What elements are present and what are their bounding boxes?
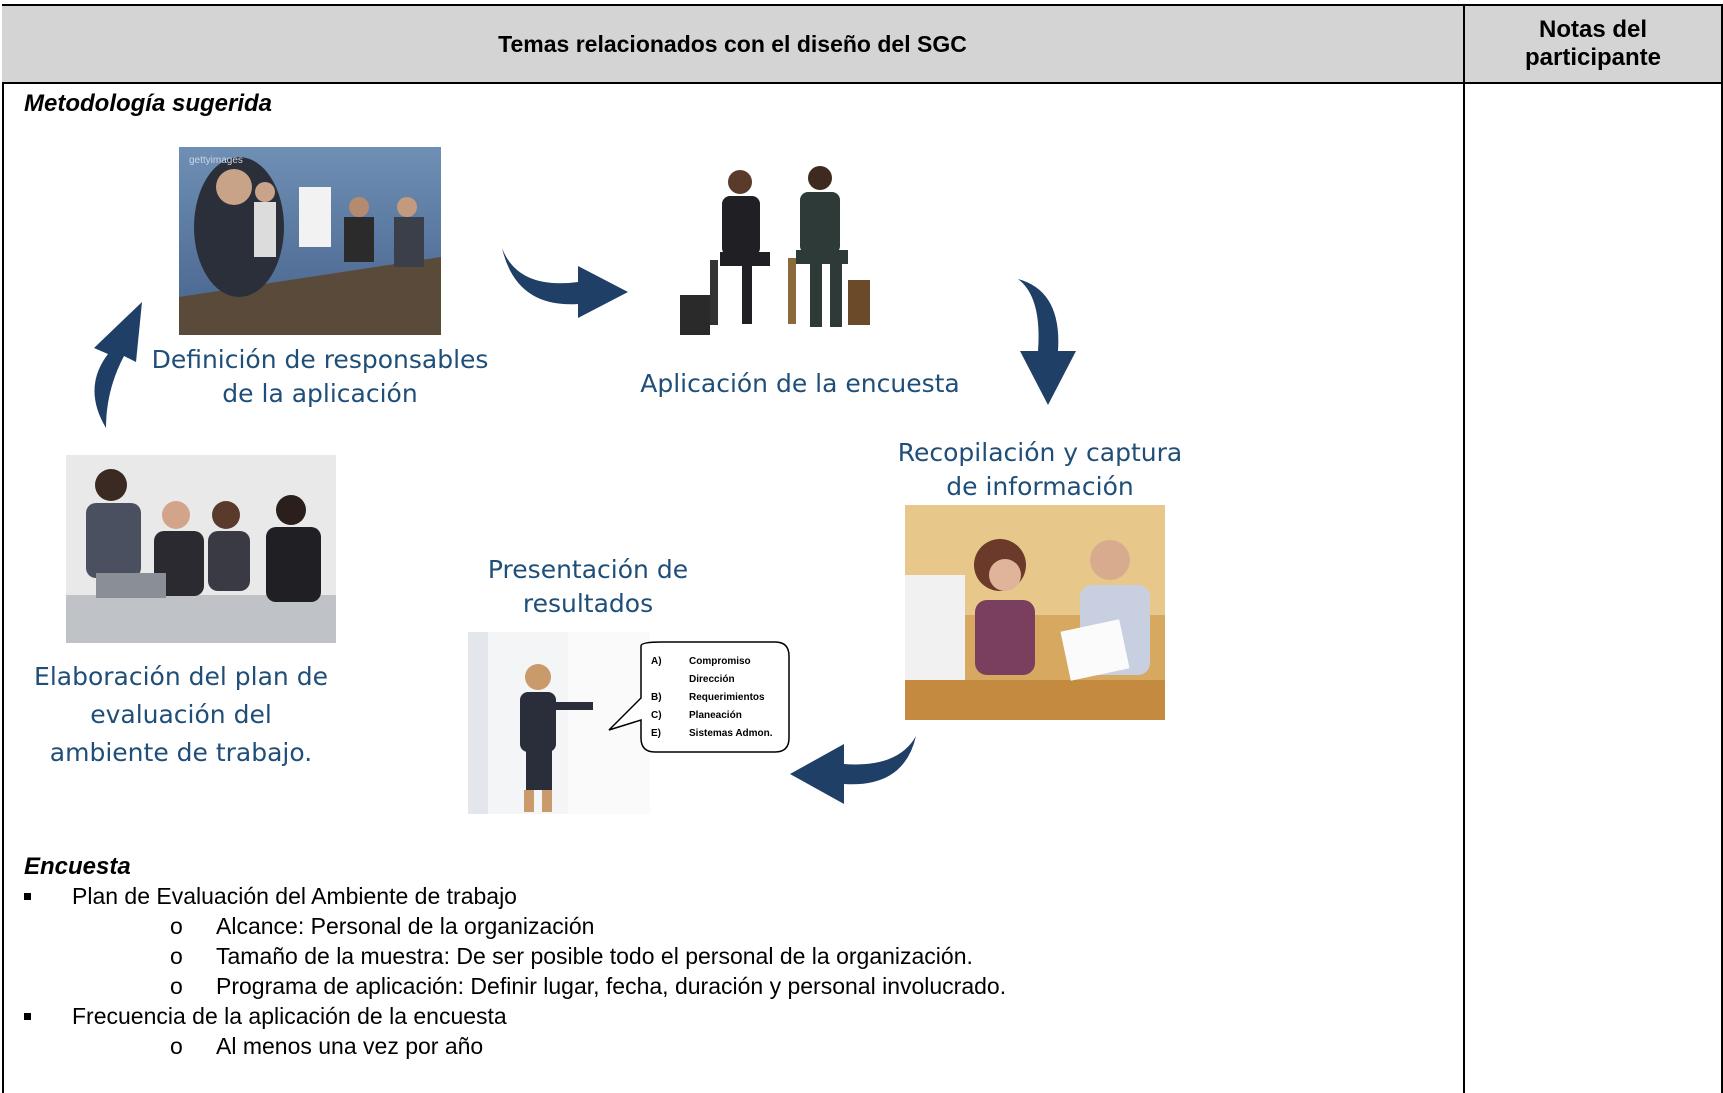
notes-header-line1: Notas del <box>1538 16 1648 43</box>
header-title: Temas relacionados con el diseño del SGC <box>498 30 967 57</box>
bubble-letter-4: C) <box>651 710 662 721</box>
step-caption-plan: Elaboración del plan de evaluación del a… <box>20 658 342 772</box>
meeting-photo: gettyimages <box>179 147 441 335</box>
table-header-row <box>2 6 1721 84</box>
step4-line1: Presentación de <box>487 555 689 584</box>
step3-line2: de información <box>946 472 1134 501</box>
bubble-letter-3: B) <box>651 692 662 703</box>
sub-list-item: Programa de aplicación: Definir lugar, f… <box>72 971 1006 1001</box>
bubble-text-2: Dirección <box>689 674 735 685</box>
methodology-title: Metodología sugerida <box>24 90 273 117</box>
bubble-text-1: Compromiso <box>689 656 751 667</box>
step3-line1: Recopilación y captura <box>897 438 1183 467</box>
step2-line1: Aplicación de la encuesta <box>640 369 960 398</box>
sub-list-item: Alcance: Personal de la organización <box>72 911 1006 941</box>
sub-list-item: Tamaño de la muestra: De ser posible tod… <box>72 941 1006 971</box>
sub-item-text: Programa de aplicación: Definir lugar, f… <box>216 973 1007 999</box>
step-caption-application: Aplicación de la encuesta <box>620 367 980 401</box>
survey-item-2: Frecuencia de la aplicación de la encues… <box>72 1003 507 1029</box>
bubble-text-4: Planeación <box>689 710 742 721</box>
step-caption-results: Presentación de resultados <box>438 553 738 621</box>
team-laptop-photo <box>66 455 336 643</box>
page-frame <box>2 4 1723 1093</box>
interview-photo <box>905 505 1165 720</box>
curved-arrow-right-icon <box>502 248 628 318</box>
sub-list-item: Al menos una vez por año <box>72 1031 1006 1061</box>
bubble-letter-5: E) <box>651 728 661 739</box>
bubble-text-5: Sistemas Admon. <box>689 728 773 739</box>
main-column-header: Temas relacionados con el diseño del SGC <box>2 6 1463 82</box>
sub-item-text: Alcance: Personal de la organización <box>216 913 595 939</box>
curved-arrow-up-icon <box>94 302 142 428</box>
curved-arrow-down-icon <box>1018 279 1076 405</box>
survey-list: Plan de Evaluación del Ambiente de traba… <box>24 881 1006 1061</box>
survey-title: Encuesta <box>24 853 131 880</box>
sub-list: Al menos una vez por año <box>72 1031 1006 1061</box>
step5-line3: ambiente de trabajo. <box>49 738 313 767</box>
bubble-text-3: Requerimientos <box>689 692 765 703</box>
speech-bubble: A) Compromiso Dirección B) Requerimiento… <box>608 641 790 753</box>
step-caption-collection: Recopilación y captura de información <box>860 436 1220 504</box>
step5-line2: evaluación del <box>90 700 272 729</box>
step1-line2: de la aplicación <box>222 379 418 408</box>
list-item: Plan de Evaluación del Ambiente de traba… <box>24 881 1006 1001</box>
notes-column-header: Notas del participante <box>1465 6 1721 82</box>
step1-line1: Definición de responsables <box>151 345 489 374</box>
column-divider <box>1463 6 1465 1093</box>
step4-line2: resultados <box>522 589 654 618</box>
step5-line1: Elaboración del plan de <box>34 662 328 691</box>
sub-item-text: Al menos una vez por año <box>216 1033 484 1059</box>
survey-item-1: Plan de Evaluación del Ambiente de traba… <box>72 883 517 909</box>
seated-women-photo <box>680 160 910 355</box>
list-item: Frecuencia de la aplicación de la encues… <box>24 1001 1006 1061</box>
sub-list: Alcance: Personal de la organización Tam… <box>72 911 1006 1001</box>
sub-item-text: Tamaño de la muestra: De ser posible tod… <box>216 943 973 969</box>
curved-arrow-left-icon <box>790 736 916 804</box>
step-caption-definition: Definición de responsables de la aplicac… <box>140 343 500 411</box>
bubble-letter-1: A) <box>651 656 662 667</box>
photo-watermark: gettyimages <box>189 155 243 166</box>
notes-header-line2: participante <box>1524 44 1662 71</box>
